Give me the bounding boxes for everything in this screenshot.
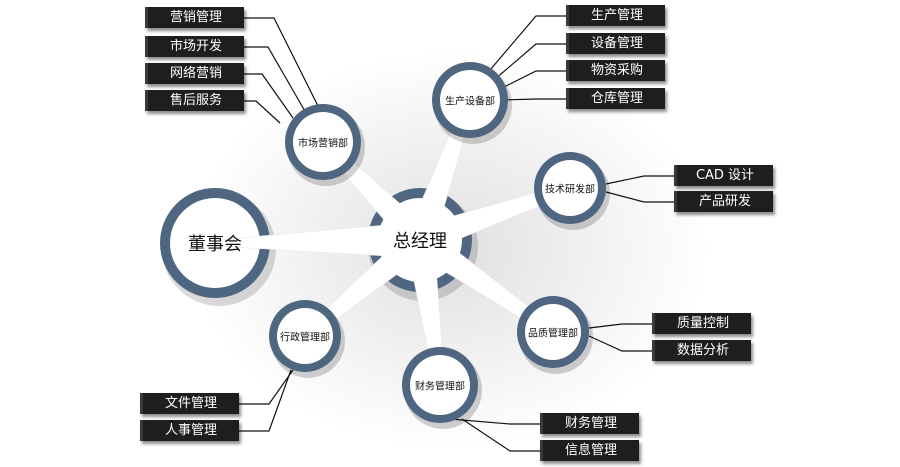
connector-line [461,418,540,452]
connector-line [501,98,566,101]
sub-function-tag[interactable]: 人事管理 [140,420,239,441]
department-node[interactable]: 技术研发部 [545,184,595,196]
sub-function-tag[interactable]: 数据分析 [652,340,751,361]
connector-line [497,70,566,91]
department-node[interactable]: 市场营销部 [298,138,348,150]
connector-line [493,43,566,81]
sub-function-tag[interactable]: 营销管理 [145,7,244,28]
connector-line [605,191,674,203]
connector-line [244,17,320,109]
sub-function-tag[interactable]: 产品研发 [674,191,773,212]
connector-line [489,15,566,71]
connector-line [239,369,294,405]
department-node[interactable]: 生产设备部 [445,96,495,108]
connector-line [449,418,540,425]
connector-line [244,73,294,119]
center-node-general-manager[interactable]: 总经理 [393,231,447,252]
sub-function-tag[interactable]: 物资采购 [566,60,665,81]
connector-line [605,175,674,185]
sub-function-tag[interactable]: 生产管理 [566,5,665,26]
department-node[interactable]: 行政管理部 [280,332,330,344]
connector-line [244,46,307,114]
connector-line [244,100,281,124]
sub-function-tag[interactable]: 文件管理 [140,393,239,414]
sub-function-tag[interactable]: 网络营销 [145,63,244,84]
sub-function-tag[interactable]: CAD 设计 [674,165,773,186]
connector-line [588,323,652,329]
sub-function-tag[interactable]: 仓库管理 [566,88,665,109]
sub-function-tag[interactable]: 财务管理 [540,413,639,434]
connector-line [588,335,652,352]
sub-function-tag[interactable]: 质量控制 [652,313,751,334]
department-node[interactable]: 品质管理部 [528,328,578,340]
sub-function-tag[interactable]: 设备管理 [566,33,665,54]
connector-line [239,369,292,432]
sub-function-tag[interactable]: 信息管理 [540,440,639,461]
board-node[interactable]: 董事会 [188,234,242,255]
sub-function-tag[interactable]: 售后服务 [145,90,244,111]
department-node[interactable]: 财务管理部 [415,381,465,393]
sub-function-tag[interactable]: 市场开发 [145,36,244,57]
